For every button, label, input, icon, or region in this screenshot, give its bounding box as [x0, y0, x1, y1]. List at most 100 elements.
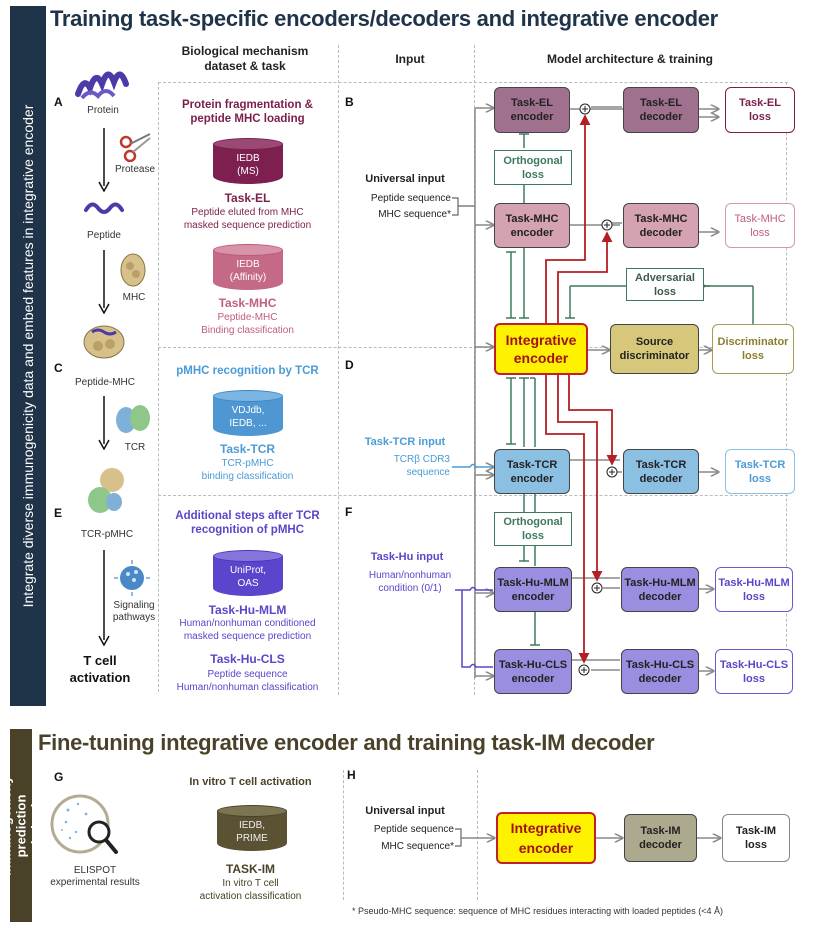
- divider: [338, 45, 339, 695]
- dataset-uniprot: UniProt, OAS: [213, 550, 283, 602]
- arrow-down-icon: [98, 128, 110, 192]
- task-im-title: TASK-IM: [225, 862, 276, 876]
- dataset-iedb-ms: IEDB (MS): [213, 138, 283, 190]
- node-peptide-mhc: Peptide-MHC: [74, 377, 136, 388]
- top-title: Training task-specific encoders/decoders…: [50, 6, 718, 31]
- tcr-pmhc-icon: [88, 468, 124, 513]
- divider: [158, 347, 788, 348]
- universal-input-bracket: [452, 197, 475, 216]
- task-hu-mlm-loss: Task-Hu-MLM loss: [715, 567, 793, 612]
- task-el-decoder: Task-EL decoder: [623, 87, 699, 133]
- task-hu-cls-encoder: Task-Hu-CLS encoder: [494, 649, 572, 694]
- dataset-label: IEDB, PRIME: [236, 820, 268, 844]
- bottom-sidebar: Immunogenicity prediction optimization: [0, 729, 44, 922]
- universal-input-peptide: Peptide sequence: [370, 193, 451, 204]
- dataset-vdjdb: VDJdb, IEDB, ...: [213, 390, 283, 442]
- protein-icon: [75, 71, 129, 100]
- task-hu-cls-desc: Peptide sequence Human/nonhuman classifi…: [176, 669, 319, 693]
- section-title-ab: Protein fragmentation & peptide MHC load…: [182, 99, 313, 125]
- node-peptide: Peptide: [87, 230, 121, 241]
- dataset-label: VDJdb, IEDB, ...: [229, 405, 267, 429]
- universal-input-mhc: MHC sequence*: [378, 209, 451, 220]
- bottom-title: Fine-tuning integrative encoder and trai…: [38, 730, 655, 755]
- task-mhc-loss: Task-MHC loss: [725, 203, 795, 248]
- task-hu-cls-decoder: Task-Hu-CLS decoder: [621, 649, 699, 694]
- task-im-decoder: Task-IM decoder: [624, 814, 697, 862]
- divider: [158, 82, 159, 692]
- col-header-mechanism: Biological mechanism dataset & task: [181, 44, 309, 73]
- task-im-desc: In vitro T cell activation classificatio…: [199, 878, 302, 902]
- universal-input-title: Universal input: [365, 173, 445, 185]
- task-hu-mlm-desc: Human/nonhuman conditioned masked sequen…: [179, 618, 316, 642]
- panel-label-d: D: [345, 358, 354, 372]
- panel-label-a: A: [54, 95, 63, 109]
- divider: [477, 770, 478, 900]
- hu-input-line-2: condition (0/1): [378, 583, 442, 594]
- peptide-icon: [84, 202, 124, 214]
- task-el-loss: Task-EL loss: [725, 87, 795, 133]
- task-hu-cls-title: Task-Hu-CLS: [210, 652, 285, 666]
- section-title-ef: Additional steps after TCR recognition o…: [175, 510, 320, 536]
- divider: [786, 82, 787, 692]
- bottom-universal-title: Universal input: [365, 805, 445, 817]
- panel-label-h: H: [347, 768, 356, 782]
- step-signaling: Signaling pathways: [112, 600, 156, 623]
- hu-input-line-1: Human/nonhuman: [368, 570, 452, 581]
- adversarial-loss: Adversarial loss: [626, 268, 704, 301]
- task-el-desc: Peptide eluted from MHC masked sequence …: [183, 207, 312, 231]
- peptide-mhc-icon: [83, 325, 125, 359]
- task-hu-mlm-decoder: Task-Hu-MLM decoder: [621, 567, 699, 612]
- panel-label-b: B: [345, 95, 354, 109]
- tcr-input-line-1: TCRβ CDR3: [393, 454, 450, 465]
- task-el-title: Task-EL: [224, 191, 271, 205]
- task-tcr-loss: Task-TCR loss: [725, 449, 795, 494]
- elispot-label: ELISPOT experimental results: [50, 865, 140, 888]
- top-sidebar: Integrate diverse immunogenicity data an…: [10, 6, 46, 706]
- task-hu-mlm-title: Task-Hu-MLM: [208, 603, 287, 617]
- task-im-loss: Task-IM loss: [722, 814, 790, 862]
- arrow-down-icon: [98, 250, 110, 314]
- panel-label-g: G: [54, 770, 64, 784]
- in-vitro-title: In vitro T cell activation: [189, 776, 312, 788]
- dataset-label: UniProt, OAS: [229, 565, 267, 589]
- task-tcr-decoder: Task-TCR decoder: [623, 449, 699, 494]
- col-header-model: Model architecture & training: [546, 52, 714, 66]
- bottom-universal-mhc: MHC sequence*: [381, 841, 454, 852]
- task-tcr-title: Task-TCR: [219, 442, 276, 456]
- panel-label-c: C: [54, 361, 63, 375]
- hu-input-title: Task-Hu input: [370, 551, 444, 563]
- step-tcr: TCR: [124, 442, 146, 453]
- bottom-universal-peptide: Peptide sequence: [373, 824, 454, 835]
- divider: [158, 495, 788, 496]
- arrow-down-icon: [98, 550, 110, 646]
- dataset-iedb-prime: IEDB, PRIME: [217, 805, 287, 857]
- task-hu-mlm-encoder: Task-Hu-MLM encoder: [494, 567, 572, 612]
- section-title-cd: pMHC recognition by TCR: [176, 365, 319, 377]
- node-tcr-pmhc: TCR-pMHC: [80, 529, 134, 540]
- integrative-encoder: Integrative encoder: [494, 323, 588, 375]
- task-tcr-desc: TCR-pMHC binding classification: [201, 458, 294, 482]
- tcr-input-line-2: sequence: [406, 467, 450, 478]
- tcr-icon: [116, 405, 150, 433]
- task-mhc-decoder: Task-MHC decoder: [623, 203, 699, 248]
- final-t-cell-activation: T cell activation: [69, 653, 131, 685]
- tcr-input-title: Task-TCR input: [364, 436, 446, 448]
- bottom-integrative-encoder: Integrative encoder: [496, 812, 596, 864]
- node-protein: Protein: [87, 105, 119, 116]
- scissors-icon: [119, 133, 151, 162]
- elispot-magnifier-icon: [50, 794, 118, 854]
- task-mhc-encoder: Task-MHC encoder: [494, 203, 570, 248]
- mhc-icon: [120, 253, 146, 287]
- step-protease: Protease: [114, 164, 156, 175]
- dataset-iedb-affinity: IEDB (Affinity): [213, 244, 283, 296]
- cell-signaling-icon: [114, 560, 150, 596]
- orthogonal-loss-bottom: Orthogonal loss: [494, 512, 572, 546]
- task-el-encoder: Task-EL encoder: [494, 87, 570, 133]
- orthogonal-loss-top: Orthogonal loss: [494, 150, 572, 185]
- arrow-down-icon: [98, 396, 110, 450]
- task-mhc-title: Task-MHC: [218, 296, 277, 310]
- discriminator-loss: Discriminator loss: [712, 324, 794, 374]
- col-header-input: Input: [395, 52, 425, 66]
